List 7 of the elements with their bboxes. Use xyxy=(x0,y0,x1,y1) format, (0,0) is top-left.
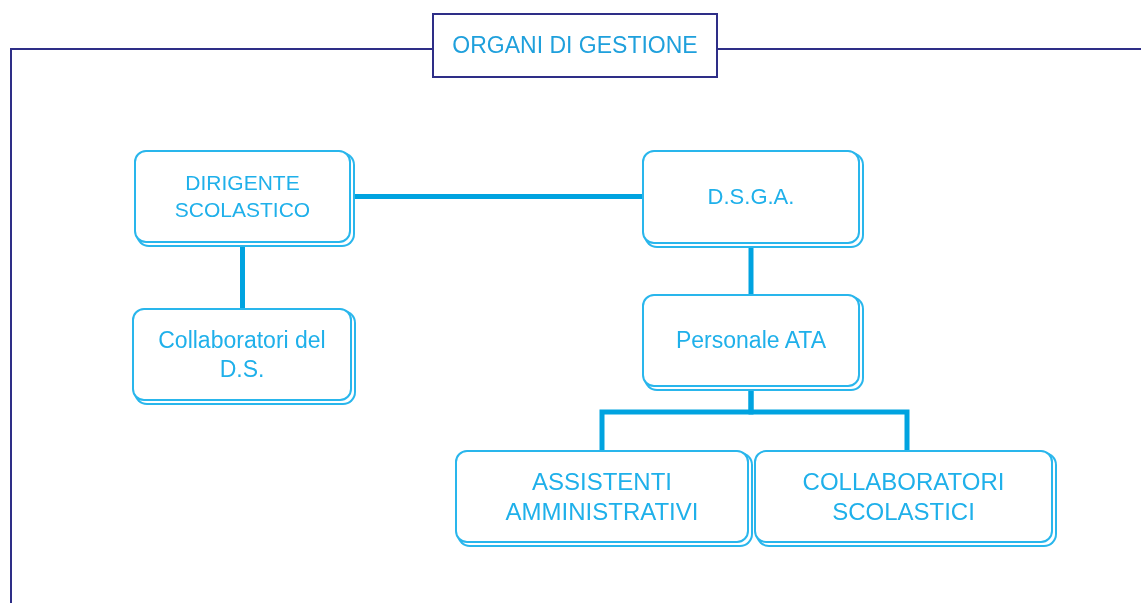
box-label: DIRIGENTE SCOLASTICO xyxy=(173,170,312,223)
box-label: COLLABORATORI SCOLASTICI xyxy=(801,466,1006,527)
frame-title: ORGANI DI GESTIONE xyxy=(432,13,718,78)
box-label: Personale ATA xyxy=(675,326,827,355)
box-label: Collaboratori del D.S. xyxy=(157,325,327,384)
box-label: D.S.G.A. xyxy=(706,183,796,211)
box-label: ASSISTENTI AMMINISTRATIVI xyxy=(504,466,700,527)
